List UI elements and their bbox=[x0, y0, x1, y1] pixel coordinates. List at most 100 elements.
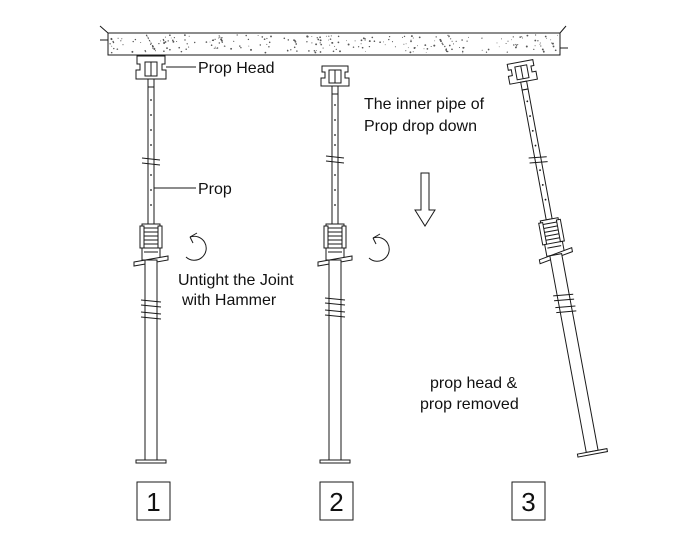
slab-speckle bbox=[170, 37, 172, 39]
slab-speckle bbox=[216, 47, 219, 49]
outer-pipe-1 bbox=[144, 259, 158, 461]
slab-speckle bbox=[447, 34, 449, 37]
slab-speckle bbox=[496, 42, 498, 44]
slab-speckle bbox=[220, 39, 223, 42]
slab-speckle bbox=[113, 47, 115, 50]
break-mark bbox=[324, 297, 346, 306]
slab-speckle bbox=[148, 38, 150, 40]
slab-speckle bbox=[325, 35, 327, 37]
slab-speckle bbox=[434, 40, 436, 42]
slab-speckle bbox=[236, 34, 238, 36]
slab-speckle bbox=[409, 51, 412, 54]
slab-speckle bbox=[426, 48, 429, 50]
slab-speckle bbox=[407, 47, 409, 49]
slab-speckle bbox=[319, 39, 322, 42]
label-removed-line1: prop head & bbox=[430, 375, 518, 392]
slab-speckle bbox=[239, 45, 241, 47]
label-prop: Prop bbox=[198, 181, 232, 198]
joint-collar-2 bbox=[317, 223, 353, 267]
step-box-2: 2 bbox=[319, 481, 354, 521]
slab-speckle bbox=[213, 47, 215, 49]
slab-speckle bbox=[163, 39, 165, 42]
slab-speckle bbox=[319, 42, 321, 44]
slab-speckle bbox=[517, 44, 519, 46]
slab-speckle bbox=[452, 43, 455, 45]
prop-head-1 bbox=[135, 55, 167, 88]
slab-speckle bbox=[357, 46, 360, 48]
slab-speckle bbox=[418, 36, 421, 39]
slab-speckle bbox=[451, 48, 453, 51]
slab-speckle bbox=[314, 51, 317, 54]
slab-speckle bbox=[410, 35, 413, 38]
slab-speckle bbox=[505, 42, 507, 45]
slab-speckle bbox=[481, 37, 483, 39]
step-number-3: 3 bbox=[521, 487, 535, 517]
slab-speckle bbox=[462, 52, 464, 54]
slab-speckle bbox=[361, 46, 364, 49]
slab-speckle bbox=[205, 41, 208, 43]
slab-speckle bbox=[166, 47, 168, 50]
slab-speckle bbox=[487, 48, 490, 51]
slab-speckle bbox=[423, 48, 425, 50]
slab-speckle bbox=[233, 40, 235, 42]
slab-speckle bbox=[320, 43, 323, 46]
slab-speckle bbox=[178, 46, 181, 49]
slab-speckle bbox=[293, 46, 296, 49]
slab-speckle bbox=[525, 45, 528, 48]
slab-speckle bbox=[184, 39, 186, 41]
prop-2 bbox=[317, 65, 353, 464]
slab-speckle bbox=[433, 44, 436, 47]
step-number-2: 2 bbox=[329, 487, 343, 517]
label-untight-line2: with Hammer bbox=[181, 292, 277, 309]
step-box-1: 1 bbox=[136, 481, 171, 521]
slab-speckle bbox=[330, 35, 332, 37]
slab-speckle bbox=[319, 51, 322, 53]
slab-speckle bbox=[315, 50, 317, 52]
step-number-1: 1 bbox=[146, 487, 160, 517]
slab-speckle bbox=[339, 50, 341, 53]
slab-speckle bbox=[533, 48, 535, 51]
slab-speckle bbox=[311, 36, 313, 38]
slab-speckle bbox=[147, 37, 149, 39]
prop-head-2 bbox=[320, 65, 350, 95]
slab-speckle bbox=[543, 50, 545, 52]
slab-speckle bbox=[214, 38, 216, 41]
slab-speckle bbox=[160, 40, 161, 42]
pipe-holes-1 bbox=[150, 99, 152, 206]
slab-speckle bbox=[430, 45, 432, 48]
slab-speckle bbox=[224, 45, 226, 47]
break-mark bbox=[325, 155, 345, 164]
slab-speckle bbox=[368, 45, 371, 48]
outer-pipe-2 bbox=[328, 259, 342, 461]
slab-speckle bbox=[441, 42, 443, 44]
slab-speckle bbox=[162, 38, 165, 41]
slab-speckle bbox=[373, 40, 376, 42]
slab-speckle bbox=[140, 42, 142, 43]
slab-speckle bbox=[311, 42, 313, 44]
slab-speckle bbox=[215, 47, 217, 49]
slab-speckle bbox=[186, 43, 188, 45]
slab-speckle bbox=[268, 46, 270, 48]
slab-speckle bbox=[163, 42, 166, 44]
slab-speckle bbox=[540, 45, 542, 47]
outer-pipe-3 bbox=[549, 253, 599, 454]
slab-speckle bbox=[270, 35, 272, 38]
slab-speckle bbox=[466, 40, 468, 42]
slab-speckle bbox=[329, 38, 332, 40]
pipe-holes-3 bbox=[526, 100, 547, 201]
slab-speckle bbox=[110, 38, 113, 41]
slab-speckle bbox=[401, 36, 404, 38]
slab-speckle bbox=[248, 45, 250, 47]
slab-speckle bbox=[266, 43, 268, 45]
slab-speckle bbox=[150, 42, 152, 44]
slab-speckle bbox=[412, 37, 414, 39]
slab-speckle bbox=[554, 49, 557, 52]
slab-speckles bbox=[109, 34, 558, 54]
slab-speckle bbox=[145, 51, 147, 53]
slab-speckle bbox=[180, 50, 183, 53]
slab-speckle bbox=[328, 39, 329, 41]
break-mark bbox=[555, 305, 577, 314]
slab-speckle bbox=[553, 46, 555, 48]
slab-speckle bbox=[521, 36, 523, 38]
slab-speckle bbox=[551, 42, 553, 44]
